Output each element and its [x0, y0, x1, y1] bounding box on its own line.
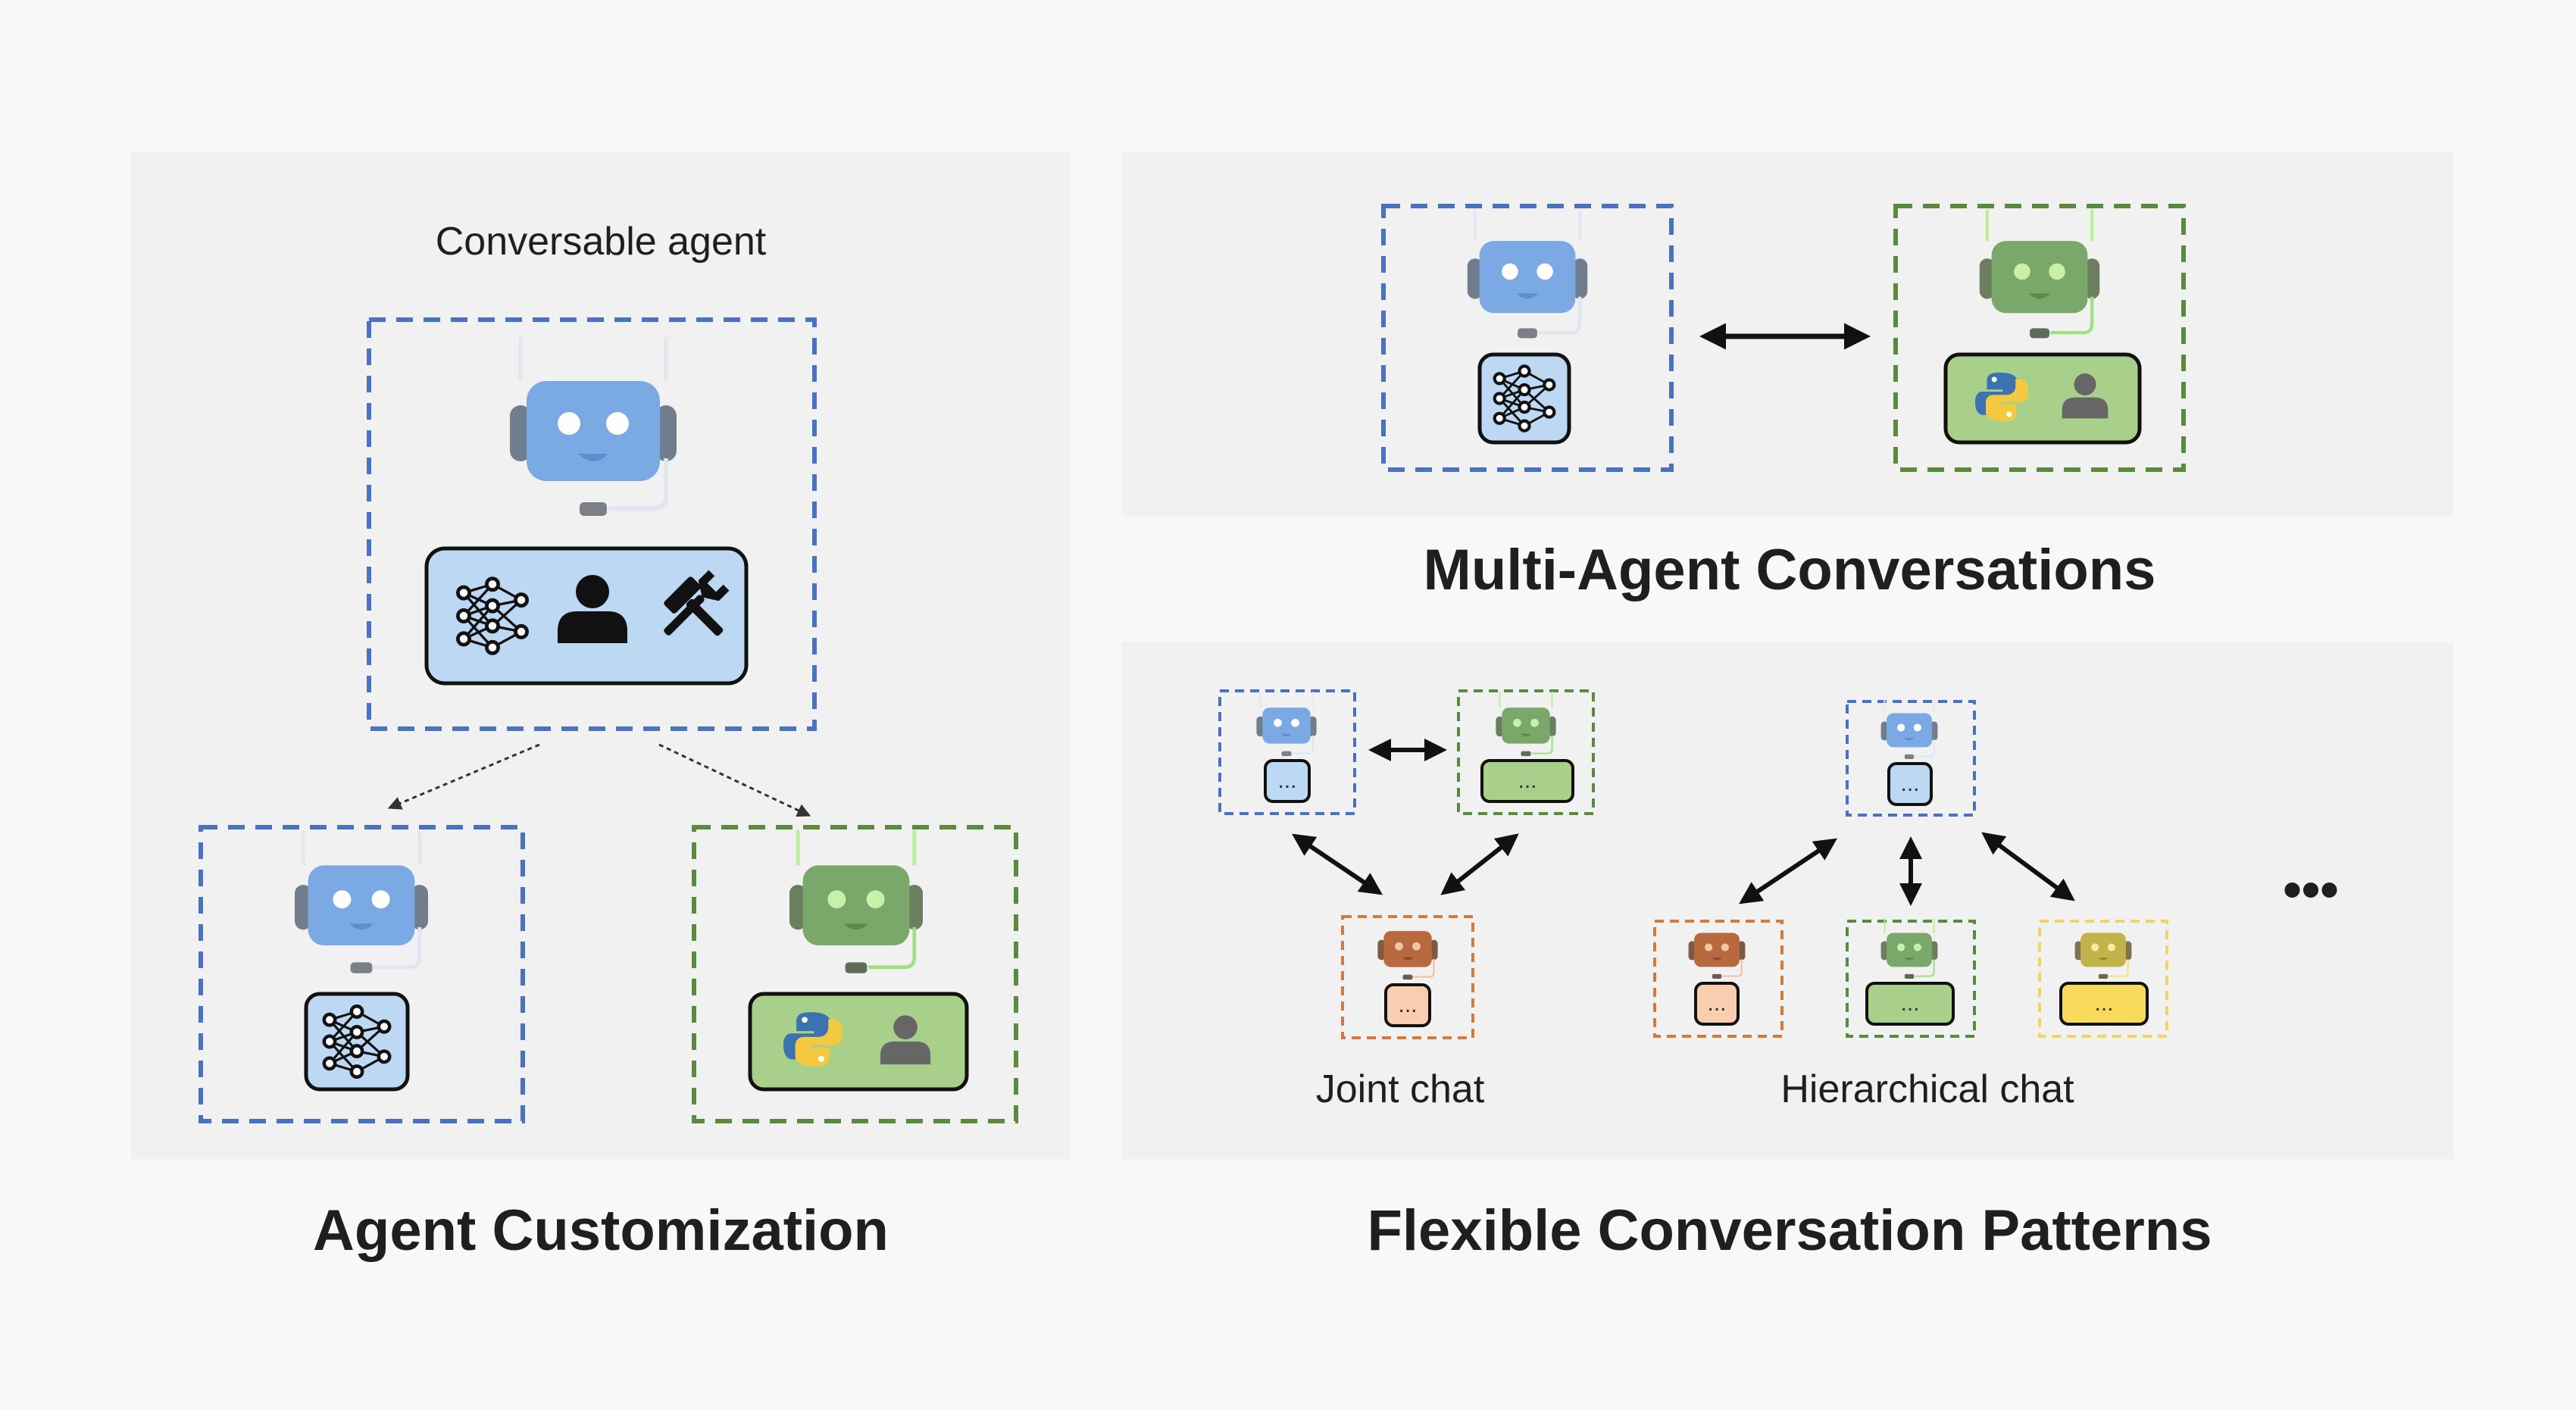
green-agent-box [692, 825, 1018, 1123]
arrow-icon [1739, 838, 1837, 904]
ellipsis-text: ... [2094, 991, 2113, 1016]
hierarchical-chat-label: Hierarchical chat [1780, 1067, 2074, 1111]
orange-panel [1384, 983, 1431, 1027]
yellow-panel [2059, 982, 2149, 1026]
green-panel [1943, 352, 2142, 445]
arrow-icon [1440, 833, 1519, 895]
green-panel [1480, 759, 1574, 803]
agent-customization-title: Agent Customization [313, 1198, 889, 1263]
arrow-icon [1292, 833, 1383, 895]
orange-panel [1694, 982, 1740, 1026]
joint-chat-group: ... ... ... Joint chat [1218, 689, 1595, 1111]
yellow-agent-box [2038, 920, 2168, 1038]
more-patterns-dots: ••• [2283, 860, 2339, 919]
blue-agent-box [1381, 204, 1674, 472]
multi-agent-panel [1121, 152, 2453, 517]
orange-agent-box [1341, 915, 1474, 1039]
hierarchical-chat-group: ... ... ... ... Hierarchical chat [1653, 697, 2168, 1111]
green-panel [748, 992, 969, 1092]
blue-agent-box [1846, 700, 1976, 817]
joint-chat-label: Joint chat [1316, 1067, 1485, 1111]
ellipsis-text: ... [1277, 768, 1296, 793]
ellipsis-text: ... [1900, 991, 1919, 1016]
green-agent-box [1457, 689, 1595, 815]
ellipsis-text: ... [1398, 992, 1417, 1017]
green-agent-box [1846, 920, 1976, 1038]
ellipsis-text: ... [1518, 768, 1537, 793]
flexible-patterns-panel: ... ... ... Joint chat ... [1121, 642, 2453, 1159]
blue-panel [1887, 762, 1933, 806]
arrow-icon [387, 743, 540, 810]
flexible-patterns-title: Flexible Conversation Patterns [1368, 1198, 2212, 1263]
arrow-icon [658, 743, 811, 817]
conversable-agent-label: Conversable agent [436, 220, 767, 264]
ellipsis-text: ... [1707, 991, 1726, 1016]
conversable-agent-box [367, 317, 817, 731]
arrow-icon [1981, 832, 2075, 901]
green-agent-box [1893, 204, 2186, 472]
blue-agent-box [199, 825, 525, 1123]
agent-customization-panel: Conversable agent [131, 152, 1071, 1159]
multi-agent-title: Multi-Agent Conversations [1424, 538, 2156, 602]
green-panel [1865, 982, 1955, 1026]
blue-agent-box [1218, 689, 1356, 815]
blue-panel [1264, 759, 1311, 803]
ellipsis-text: ... [1900, 771, 1919, 796]
orange-agent-box [1653, 920, 1784, 1038]
